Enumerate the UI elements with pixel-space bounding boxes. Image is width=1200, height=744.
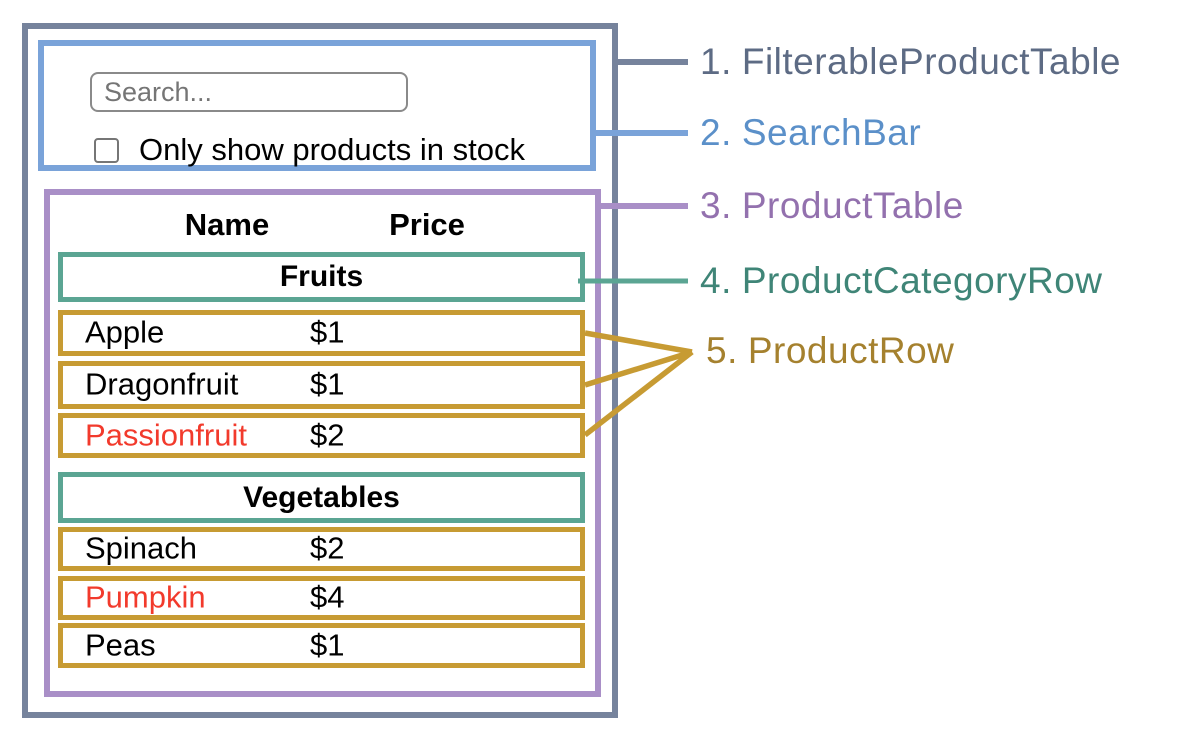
product-name: Dragonfruit <box>85 366 239 402</box>
product-row: Apple $1 <box>58 310 585 356</box>
legend-component-name: FilterableProductTable <box>741 41 1121 82</box>
product-row: Dragonfruit $1 <box>58 361 585 409</box>
in-stock-checkbox-label: Only show products in stock <box>139 132 525 167</box>
legend-product-row: 5.ProductRow <box>706 330 954 372</box>
category-label: Vegetables <box>243 480 400 514</box>
legend-component-name: SearchBar <box>741 112 922 153</box>
product-row: Passionfruit $2 <box>58 413 585 458</box>
product-price: $2 <box>310 416 345 452</box>
search-bar-box: Only show products in stock <box>38 40 596 171</box>
legend-component-name: ProductCategoryRow <box>741 260 1103 301</box>
legend-component-name: ProductTable <box>741 185 964 226</box>
product-price: $4 <box>310 579 345 615</box>
product-name: Passionfruit <box>85 416 247 452</box>
product-row: Peas $1 <box>58 623 585 668</box>
product-price: $2 <box>310 530 345 566</box>
category-label: Fruits <box>279 260 364 293</box>
column-header-price: Price <box>389 207 465 242</box>
product-name: Peas <box>85 626 156 662</box>
product-table-box: Name Price Fruits Apple $1 Dragonfruit $… <box>44 189 601 697</box>
legend-index: 1. <box>700 41 732 82</box>
legend-component-name: ProductRow <box>747 330 955 371</box>
filterable-product-table-box: Only show products in stock Name Price F… <box>22 23 618 718</box>
stock-filter-row: Only show products in stock <box>94 132 525 168</box>
product-price: $1 <box>310 314 345 350</box>
legend-product-category-row: 4.ProductCategoryRow <box>700 260 1103 302</box>
legend-index: 4. <box>700 260 732 301</box>
product-category-row: Vegetables <box>58 472 585 523</box>
legend-search-bar: 2.SearchBar <box>700 112 921 154</box>
legend-index: 2. <box>700 112 732 153</box>
legend-product-table: 3.ProductTable <box>700 185 964 227</box>
product-row: Spinach $2 <box>58 527 585 571</box>
product-price: $1 <box>310 626 345 662</box>
product-name: Apple <box>85 314 165 350</box>
search-input[interactable] <box>90 72 408 112</box>
column-header-name: Name <box>184 207 270 242</box>
in-stock-checkbox[interactable] <box>94 137 119 163</box>
product-price: $1 <box>310 366 345 402</box>
product-name: Spinach <box>85 530 198 566</box>
product-category-row: Fruits <box>58 252 585 302</box>
product-name: Pumpkin <box>85 579 206 615</box>
product-row: Pumpkin $4 <box>58 576 585 620</box>
legend-index: 5. <box>706 330 738 371</box>
legend-index: 3. <box>700 185 732 226</box>
legend-filterable-product-table: 1.FilterableProductTable <box>700 41 1121 83</box>
